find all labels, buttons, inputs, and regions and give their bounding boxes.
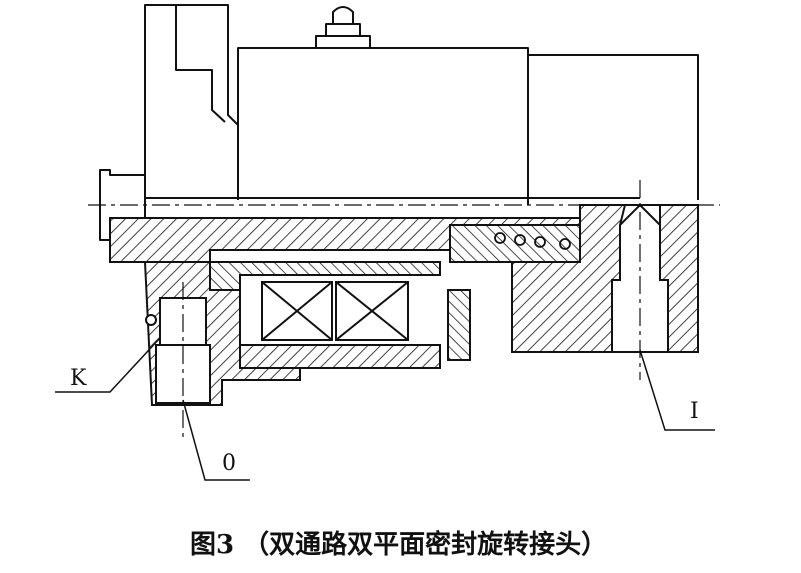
leader-lines [55,337,715,481]
housing-step [175,5,226,123]
label-i: I [690,399,699,424]
grease-nipple [315,6,371,49]
bearing-pair [261,281,409,341]
label-k: K [70,366,87,391]
center-lines [88,180,720,440]
check-valve [447,289,471,361]
label-o: 0 [222,451,236,476]
seal-springs [494,232,571,250]
lower-housing-section [239,344,441,369]
inner-sleeve-section [209,261,441,291]
housing-upper-outline [144,4,699,210]
figure-caption: 图3 （双通路双平面密封旋转接头） [190,529,607,560]
o-ring-k [145,314,157,326]
